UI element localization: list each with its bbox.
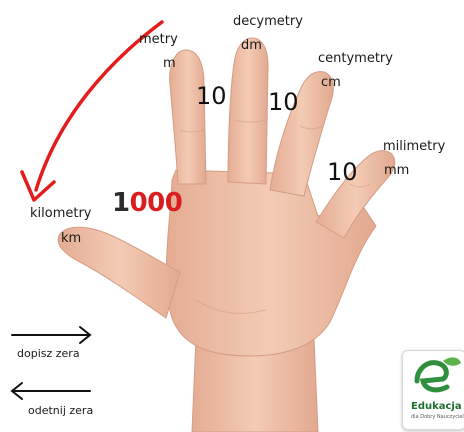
factor-dm-cm: 10 — [268, 88, 299, 116]
conversion-arrowhead — [20, 170, 56, 202]
kilometer-name: kilometry — [30, 206, 92, 221]
centimeter-name: centymetry — [318, 51, 393, 66]
remove-zeros-caption: odetnij zera — [28, 404, 94, 417]
millimeter-name: milimetry — [383, 139, 446, 154]
ring-finger — [269, 71, 334, 197]
pinky-finger — [315, 150, 396, 239]
add-zeros-caption: dopisz zera — [17, 347, 80, 360]
factor-km-m-zeros: 000 — [129, 188, 183, 218]
left-arrow — [10, 382, 91, 400]
right-arrow — [11, 326, 92, 344]
factor-cm-mm: 10 — [327, 158, 358, 186]
conversion-arrow — [34, 20, 164, 192]
e-leaf-logo-icon — [414, 357, 461, 393]
millimeter-unit: mm — [384, 163, 410, 178]
factor-m-dm: 10 — [196, 82, 227, 110]
middle-finger — [227, 37, 269, 185]
meter-name: metry — [139, 32, 178, 47]
factor-km-m-one: 1 — [112, 188, 130, 218]
logo-subtitle: dla Dobry Nauczyciel — [411, 414, 464, 420]
decimeter-name: decymetry — [233, 14, 303, 29]
edukacja-logo: Edukacja dla Dobry Nauczyciel — [402, 350, 464, 430]
thumb — [57, 226, 181, 319]
centimeter-unit: cm — [321, 75, 341, 90]
decimeter-unit: dm — [241, 38, 262, 53]
factor-km-m: 1000 — [112, 188, 183, 218]
kilometer-unit: km — [61, 231, 82, 246]
meter-unit: m — [163, 56, 176, 71]
index-finger — [169, 49, 207, 185]
logo-name: Edukacja — [411, 401, 462, 412]
